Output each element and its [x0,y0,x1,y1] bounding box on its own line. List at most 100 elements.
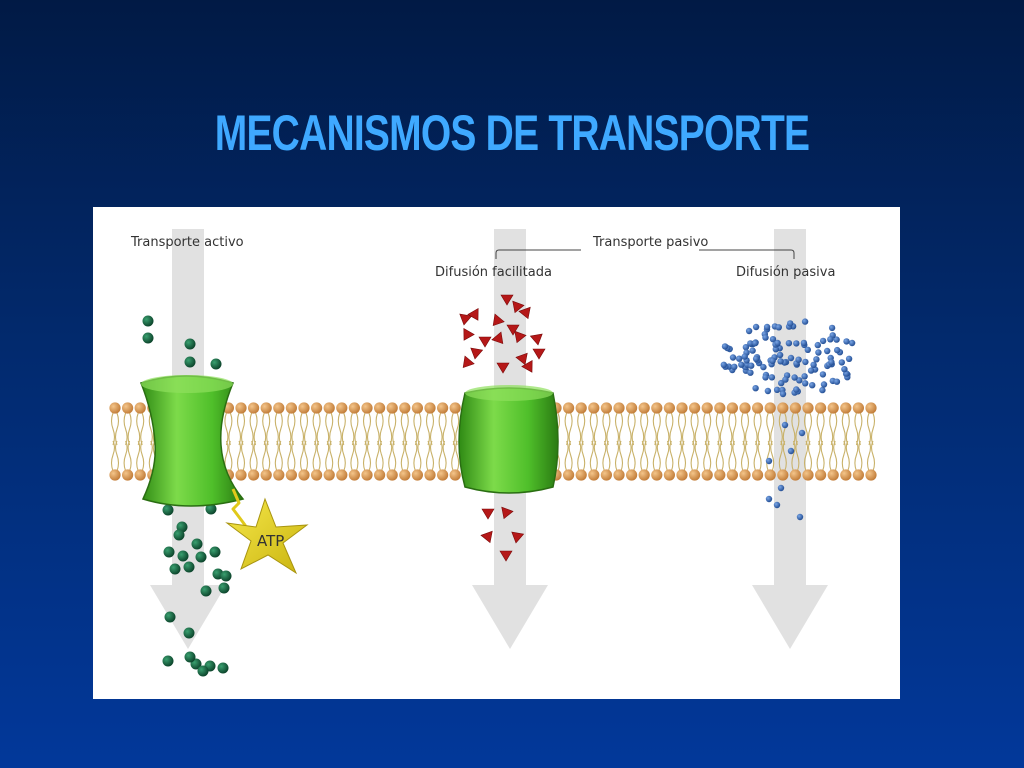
lipid-tail [354,440,359,472]
lipid-tail [140,412,145,446]
lipid-tail [829,412,834,446]
active-particle [184,338,196,350]
lipid-tail [240,440,246,472]
lipid-tail [690,412,695,446]
lipid-tail [854,440,859,472]
lipid-tail [417,440,422,472]
diagram-canvas: Transporte activo Transporte pasivo Difu… [109,229,877,677]
passive-particle [824,347,831,355]
lipid-tail [744,412,750,446]
lipid-tail [845,440,850,472]
lipid-tail [703,412,708,446]
lipid-head [311,402,323,414]
lipid-tail [766,440,771,472]
passive-particle [760,363,767,371]
active-particle [200,585,212,597]
facilitated-particle [515,352,528,366]
lipid-head [588,402,600,414]
lipid-tail [778,412,783,446]
lipid-head [260,402,272,414]
lipid-tail [236,440,242,472]
lipid-head [638,402,650,414]
lipid-head [852,469,865,481]
lipid-head [399,402,411,414]
lipid-tail [337,440,342,472]
lipid-tail [329,440,334,472]
lipid-tail [602,412,607,446]
lipid-tail [413,412,418,446]
lipid-tail [127,440,132,472]
lipid-tail [606,440,611,472]
lipid-tail [791,412,796,446]
lipid-head [348,469,360,481]
facilitated-particle [501,506,514,520]
passive-particle [769,357,776,364]
active-particle [183,561,195,573]
lipid-tail [438,412,443,446]
active-particle [177,550,189,562]
lipid-head [323,469,335,481]
protein-top-highlight [141,375,233,393]
lipid-head [109,469,121,481]
active-particle [184,356,196,368]
passive-transport-bracket [495,249,795,259]
passive-particle [729,354,737,361]
lipid-tail [451,440,456,472]
lipid-tail [303,412,309,446]
facilitated-particle [459,313,473,326]
lipid-head [248,402,260,414]
lipid-tail [631,412,636,446]
lipid-tail [829,440,834,472]
lipid-tail [236,412,242,446]
passive-particle [833,378,841,385]
passive-particle [793,386,800,393]
lipid-tail [404,440,409,472]
passive-particle [787,447,795,455]
lipid-tail [114,440,120,472]
lipid-tail [841,440,846,472]
lipid-tail [400,412,405,446]
lipid-tail [123,412,128,446]
active-particle [162,504,174,516]
lipid-tail [350,412,355,446]
passive-particle [801,373,808,380]
lipid-tail [766,412,771,446]
lipid-tail [262,440,267,472]
lipid-tail [694,412,699,446]
lipid-tail [820,440,825,472]
lipid-tail [652,412,657,446]
lipid-tail [795,412,800,446]
lipid-tail [136,412,141,446]
lipid-tail [833,412,838,446]
active-particle [205,503,217,515]
passive-particle [796,513,804,521]
lipid-head [752,402,764,414]
lipid-tail [728,412,733,446]
passive-particle [721,343,729,350]
passive-particle [772,346,779,353]
lipid-tail [593,440,598,472]
passive-particle [819,371,827,378]
lipid-head [235,469,247,481]
channel-protein [458,387,559,494]
lipid-tail [564,412,569,446]
passive-particle [800,339,808,347]
lipid-tail [136,440,141,472]
lipid-tail [589,440,594,472]
lipid-tail [240,412,246,446]
lipid-tail [841,412,846,446]
lipid-tail [606,412,611,446]
lipid-head [323,402,335,414]
facilitated-particle [467,308,479,321]
lipid-tail [782,412,787,446]
lipid-tail [354,412,359,446]
passive-particle [782,376,789,383]
lipid-tail [690,440,695,472]
passive-particle [738,361,745,368]
passive-particle [765,495,773,503]
facilitated-particle [512,300,525,314]
passive-particle [838,359,845,366]
active-transport-particles [142,315,232,677]
passive-particle [802,380,809,387]
lipid-tail [707,412,712,446]
